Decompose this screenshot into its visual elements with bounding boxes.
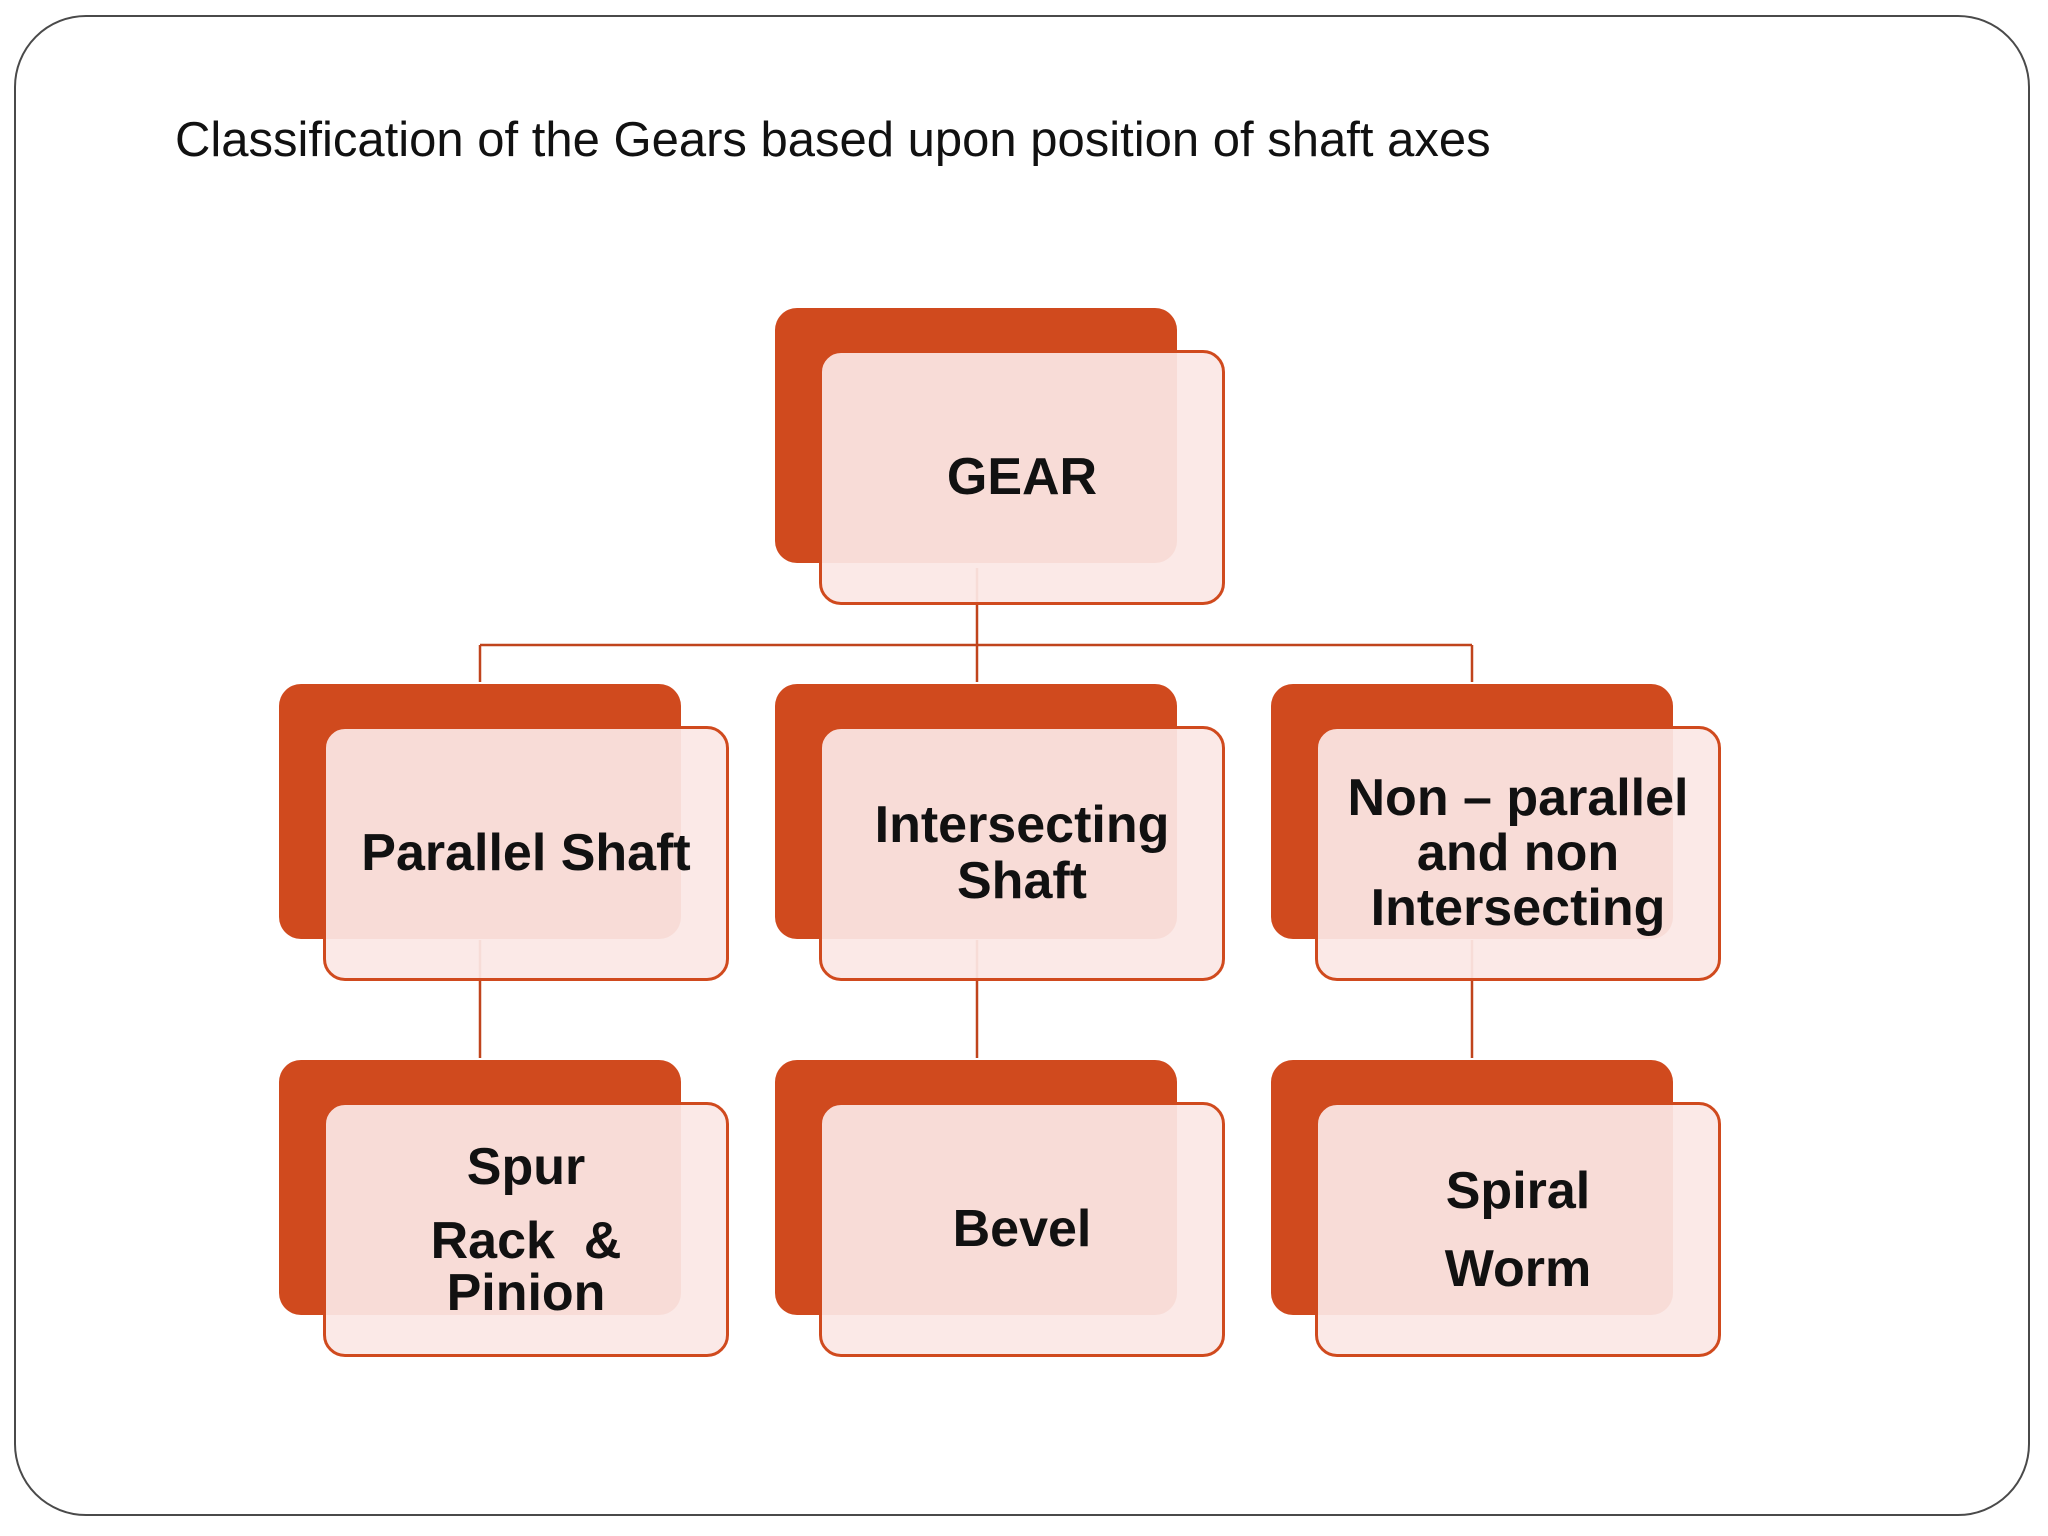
spur-label: Spur	[466, 1137, 586, 1196]
non-parallel-label-line-3: Intersecting	[1370, 879, 1666, 938]
spiral-label: Spiral	[1445, 1161, 1591, 1220]
intersecting-label-line-1: Intersecting	[874, 796, 1170, 855]
node-label: GEAR	[819, 350, 1225, 605]
non-parallel-label-line-2: and non	[1416, 823, 1620, 882]
node-gear: GEAR	[775, 308, 1227, 607]
non-parallel-label-line-1: Non – parallel	[1347, 768, 1689, 827]
intersecting-label-line-2: Shaft	[957, 851, 1087, 910]
node-label: Non – parallel and non Intersecting	[1315, 726, 1721, 981]
pinion-label: Pinion	[446, 1263, 606, 1322]
node-parallel-shaft: Parallel Shaft	[279, 684, 731, 983]
node-front-shape	[819, 1102, 1225, 1357]
node-front-shape	[1315, 1102, 1721, 1357]
node-front-shape	[1315, 726, 1721, 981]
node-intersecting-shaft: Intersecting Shaft	[775, 684, 1227, 983]
rack-label: Rack &	[430, 1211, 622, 1270]
node-front-shape	[323, 1102, 729, 1357]
node-front-shape	[819, 726, 1225, 981]
slide-title: Classification of the Gears based upon p…	[175, 113, 1491, 167]
gear-label: GEAR	[946, 447, 1098, 506]
node-front-shape	[323, 726, 729, 981]
node-label: Spiral Worm	[1315, 1102, 1721, 1357]
node-label: Intersecting Shaft	[819, 726, 1225, 981]
node-spiral-worm: Spiral Worm	[1271, 1060, 1723, 1359]
node-label: Spur Rack & Pinion	[323, 1102, 729, 1357]
worm-label: Worm	[1444, 1239, 1592, 1298]
node-bevel: Bevel	[775, 1060, 1227, 1359]
node-front-shape	[819, 350, 1225, 605]
node-spur-rack-pinion: Spur Rack & Pinion	[279, 1060, 731, 1359]
node-label: Parallel Shaft	[323, 726, 729, 981]
parallel-shaft-label: Parallel Shaft	[361, 823, 691, 882]
bevel-label: Bevel	[952, 1199, 1092, 1258]
node-label: Bevel	[819, 1102, 1225, 1357]
node-non-parallel: Non – parallel and non Intersecting	[1271, 684, 1723, 983]
